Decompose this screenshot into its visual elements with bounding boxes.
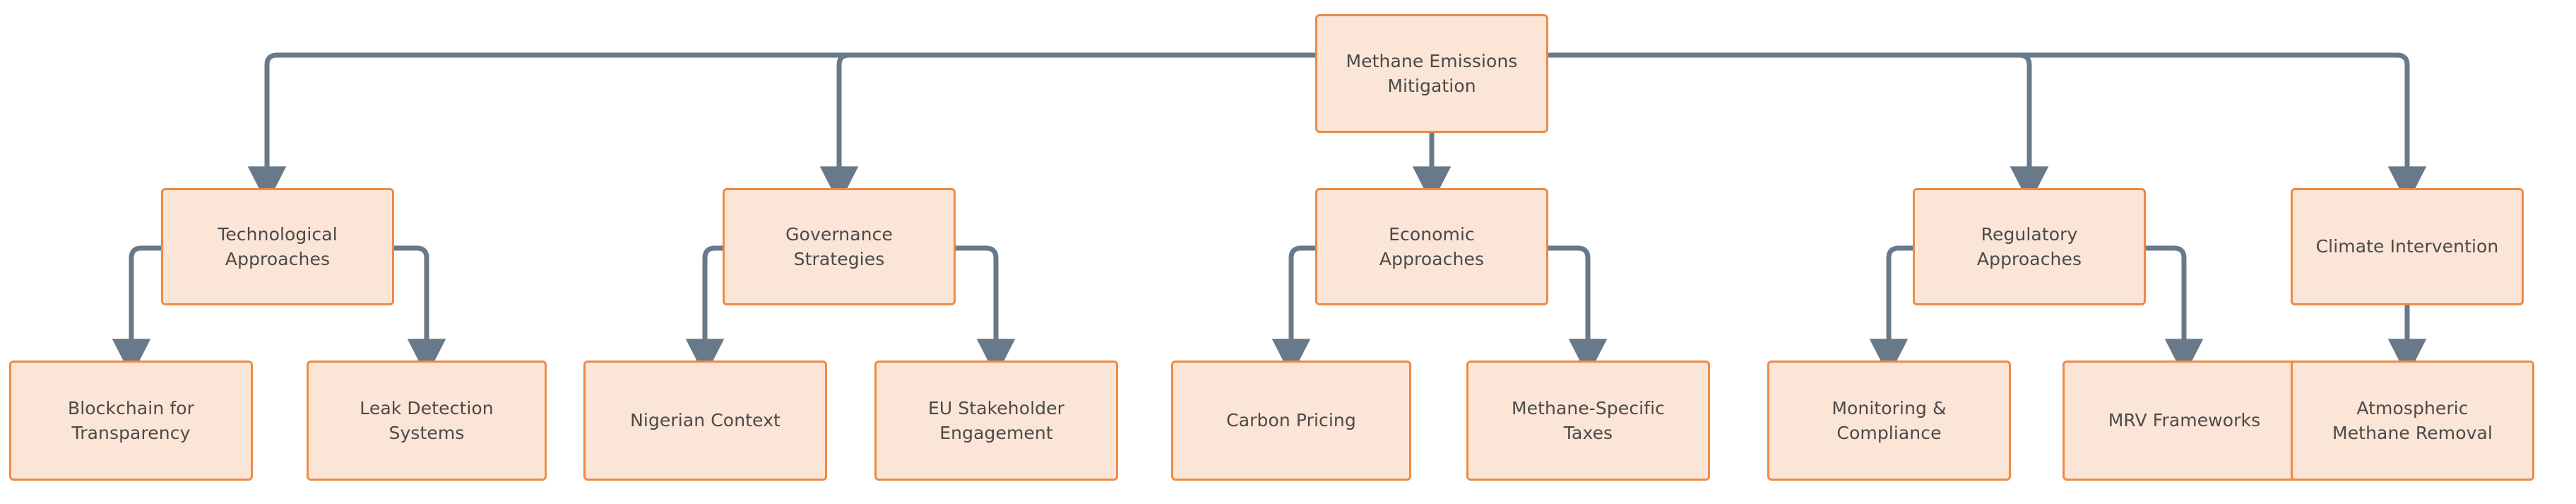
node-label-regulatory-approaches: Regulatory Approaches [1976, 223, 2082, 270]
node-climate-intervention[interactable]: Climate Intervention [2291, 188, 2524, 305]
node-monitoring-compliance[interactable]: Monitoring & Compliance [1767, 361, 2011, 481]
node-regulatory-approaches[interactable]: Regulatory Approaches [1913, 188, 2146, 305]
node-eu-stakeholder-engagement[interactable]: EU Stakeholder Engagement [874, 361, 1118, 481]
node-label-blockchain-for-transparency: Blockchain for Transparency [67, 397, 195, 444]
node-label-monitoring-compliance: Monitoring & Compliance [1832, 397, 1947, 444]
node-nigerian-context[interactable]: Nigerian Context [583, 361, 827, 481]
node-governance-strategies[interactable]: Governance Strategies [723, 188, 956, 305]
node-root[interactable]: Methane Emissions Mitigation [1315, 14, 1548, 133]
edge-regulatory-approaches-to-mrv-frameworks [2143, 245, 2204, 377]
node-label-atmospheric-methane-removal: Atmospheric Methane Removal [2332, 397, 2493, 444]
node-label-economic-approaches: Economic Approaches [1379, 223, 1485, 270]
edge-root-to-climate-intervention [1545, 52, 2427, 204]
edge-governance-strategies-to-nigerian-context [685, 245, 725, 377]
edge-governance-strategies-to-eu-stakeholder-engagement [953, 245, 1016, 377]
edge-root-to-governance-strategies [819, 52, 1318, 204]
edge-technological-approaches-to-blockchain-for-transparency [112, 245, 164, 377]
node-label-root: Methane Emissions Mitigation [1346, 50, 1518, 97]
node-label-climate-intervention: Climate Intervention [2315, 236, 2499, 257]
node-methane-specific-taxes[interactable]: Methane-Specific Taxes [1466, 361, 1710, 481]
node-label-leak-detection-systems: Leak Detection Systems [360, 397, 494, 444]
edge-economic-approaches-to-methane-specific-taxes [1545, 245, 1608, 377]
node-atmospheric-methane-removal[interactable]: Atmospheric Methane Removal [2291, 361, 2534, 481]
node-technological-approaches[interactable]: Technological Approaches [161, 188, 394, 305]
node-leak-detection-systems[interactable]: Leak Detection Systems [307, 361, 547, 481]
node-economic-approaches[interactable]: Economic Approaches [1315, 188, 1548, 305]
edge-root-to-regulatory-approaches [1545, 52, 2049, 204]
node-label-carbon-pricing: Carbon Pricing [1226, 410, 1356, 431]
edge-technological-approaches-to-leak-detection-systems [391, 245, 446, 377]
node-mrv-frameworks[interactable]: MRV Frameworks [2062, 361, 2306, 481]
node-label-nigerian-context: Nigerian Context [630, 410, 780, 431]
node-label-mrv-frameworks: MRV Frameworks [2108, 410, 2261, 431]
node-label-eu-stakeholder-engagement: EU Stakeholder Engagement [927, 397, 1064, 444]
edge-regulatory-approaches-to-monitoring-compliance [1869, 245, 1916, 377]
node-carbon-pricing[interactable]: Carbon Pricing [1171, 361, 1411, 481]
node-label-governance-strategies: Governance Strategies [785, 223, 893, 270]
node-blockchain-for-transparency[interactable]: Blockchain for Transparency [9, 361, 253, 481]
edge-root-to-technological-approaches [247, 52, 1318, 204]
node-label-methane-specific-taxes: Methane-Specific Taxes [1511, 397, 1666, 444]
node-label-technological-approaches: Technological Approaches [218, 223, 338, 270]
edge-economic-approaches-to-carbon-pricing [1271, 245, 1318, 377]
